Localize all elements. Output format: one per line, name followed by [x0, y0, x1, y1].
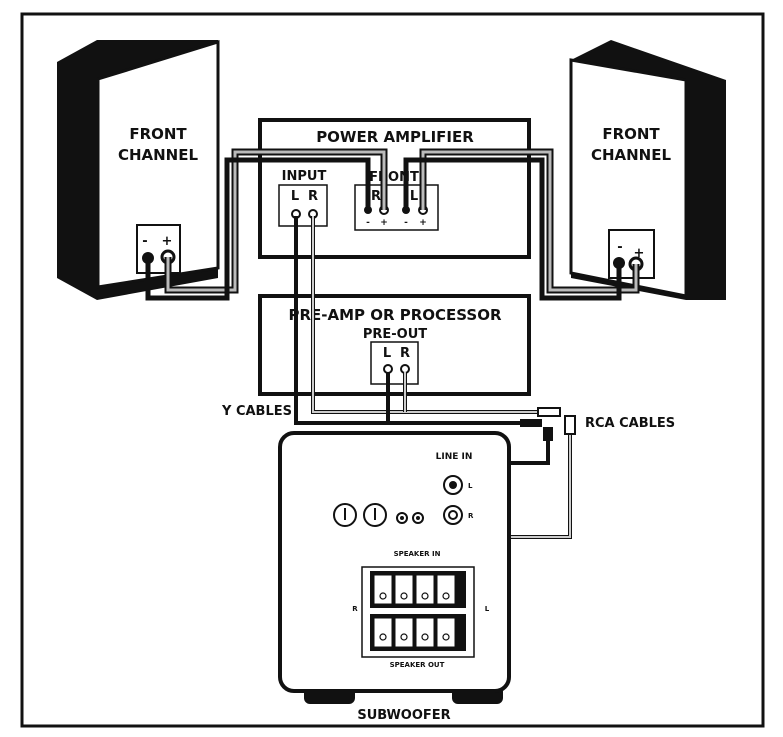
subwoofer: SUBWOOFER LINE IN L R SPEAKER IN SPEAKER…: [278, 431, 511, 723]
subwoofer-label: SUBWOOFER: [357, 708, 450, 723]
power-amplifier-label: POWER AMPLIFIER: [316, 128, 474, 146]
power-amplifier: POWER AMPLIFIER INPUT L R FRONT R L - + …: [258, 118, 531, 259]
left-speaker-label-line1: FRONT: [129, 125, 187, 143]
right-speaker-label-line1: FRONT: [602, 125, 660, 143]
amp-input-label: INPUT: [282, 169, 327, 184]
left-speaker-minus-label: -: [142, 234, 147, 249]
pre-out-r-jack: [400, 364, 410, 374]
left-speaker-plus-label: +: [162, 234, 173, 249]
y-cables-label: Y CABLES: [221, 404, 292, 419]
speaker-panel-l-label: L: [485, 605, 490, 613]
right-speaker-terminal-plate: [608, 229, 655, 279]
right-speaker-minus-label: -: [617, 240, 622, 255]
pre-out-box: [370, 341, 419, 385]
pre-out-l-jack: [383, 364, 393, 374]
amp-front-l-label: L: [410, 189, 418, 204]
amp-front-l-plus-sign: +: [419, 218, 427, 228]
line-in-r-label: R: [468, 512, 474, 520]
right-speaker-plus-label: +: [634, 246, 645, 261]
preamp-processor: PRE-AMP OR PROCESSOR PRE-OUT L R: [258, 294, 531, 396]
speaker-out-label: SPEAKER OUT: [390, 661, 445, 669]
amp-front-r-plus-sign: +: [380, 218, 388, 228]
rca-cables-label: RCA CABLES: [585, 416, 675, 431]
left-speaker-terminal-plate: [136, 224, 181, 274]
speaker-in-terminals: [370, 571, 466, 608]
right-speaker-label-line2: CHANNEL: [591, 146, 672, 164]
pre-out-label: PRE-OUT: [363, 327, 427, 342]
pre-out-r-label: R: [400, 346, 410, 361]
amp-input-r-label: R: [308, 189, 318, 204]
speaker-in-label: SPEAKER IN: [394, 550, 441, 558]
amp-input-l-label: L: [291, 189, 299, 204]
line-in-l-label: L: [468, 482, 473, 490]
preamp-label: PRE-AMP OR PROCESSOR: [288, 306, 502, 324]
speaker-panel-r-label: R: [352, 605, 358, 613]
speaker-wires: [145, 148, 640, 301]
amp-front-r-minus-sign: -: [366, 218, 370, 228]
pre-out-l-label: L: [383, 346, 391, 361]
signal-cables: [294, 216, 576, 539]
amp-front-label: FRONT: [369, 170, 419, 185]
amp-front-l-minus-sign: -: [404, 218, 408, 228]
right-front-speaker: FRONT CHANNEL - +: [569, 40, 726, 300]
speaker-out-terminals: [370, 614, 466, 651]
amp-input-box: [278, 184, 328, 227]
amp-front-r-label: R: [371, 189, 381, 204]
line-in-label: LINE IN: [436, 452, 473, 462]
left-speaker-label-line2: CHANNEL: [118, 146, 199, 164]
left-front-speaker: FRONT CHANNEL - +: [57, 39, 220, 300]
